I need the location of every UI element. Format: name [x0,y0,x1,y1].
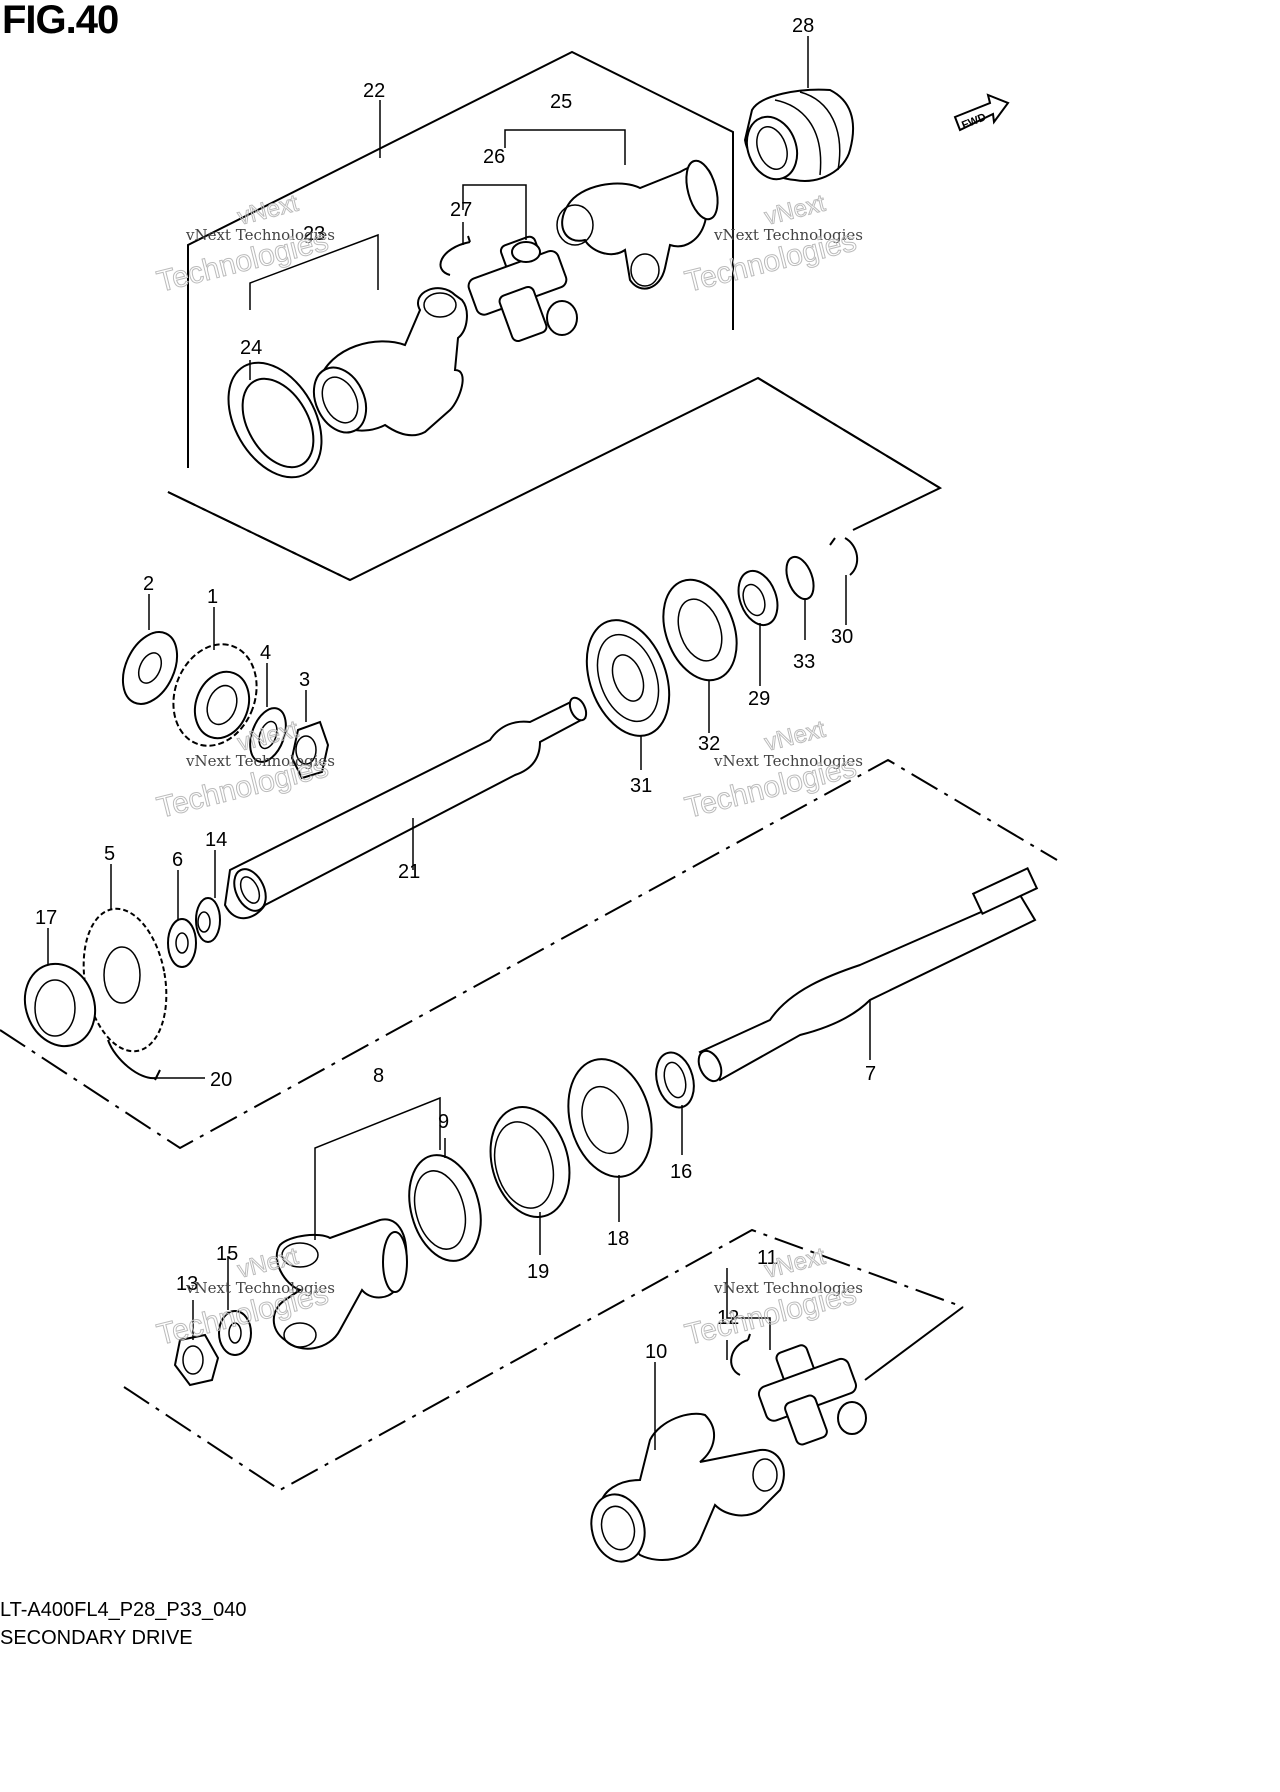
watermark-outline: vNext [762,190,828,231]
yoke-23 [312,287,468,437]
yoke-8 [272,1218,408,1350]
callout-14: 14 [205,829,227,851]
leader-lines [47,36,871,1450]
callout-12: 12 [717,1307,739,1329]
circlip-27 [439,235,471,276]
upper-assembly-box [167,50,943,582]
callout-22: 22 [363,80,385,102]
bearing-18 [567,1058,653,1178]
spider-26 [467,235,578,343]
callout-24: 24 [240,337,262,359]
yoke-10 [590,1412,785,1563]
callout-13: 13 [176,1273,198,1295]
bearing-17 [23,962,97,1048]
drawing-code: LT-A400FL4_P28_P33_040 [0,1599,247,1621]
seal-19 [489,1106,571,1218]
drawing-name: SECONDARY DRIVE [0,1627,193,1649]
callout-5: 5 [104,843,115,865]
callout-16: 16 [670,1161,692,1183]
middle-assembly-box [0,758,1058,1150]
circlip-30 [829,537,859,576]
driveshaft-21 [223,696,588,920]
watermark-text: vNext Technologies [713,752,863,770]
watermark-text: vNext Technologies [713,1279,863,1297]
nut-13 [173,1333,220,1387]
spacer-29 [737,569,779,627]
circlip-12 [730,1333,751,1376]
callout-8: 8 [373,1065,384,1087]
callout-31: 31 [630,775,652,797]
callout-32: 32 [698,733,720,755]
watermark-outline: vNext [762,716,828,757]
bevel-gear-1 [172,643,258,747]
callout-7: 7 [865,1063,876,1085]
callout-23: 23 [303,223,325,245]
watermark-text: vNext Technologies [185,752,335,770]
callout-30: 30 [831,626,853,648]
callout-25: 25 [550,91,572,113]
callout-3: 3 [299,669,310,691]
spider-11 [757,1344,867,1446]
watermark-bottom-right: vNext Technologies vNext Technologies [681,1242,863,1352]
washer-4 [249,707,287,763]
callout-28: 28 [792,15,814,37]
callout-15: 15 [216,1243,238,1265]
callout-6: 6 [172,849,183,871]
shim-33 [785,555,815,601]
seal-24 [227,361,323,479]
nut-3 [290,720,330,780]
yoke-25 [556,159,719,290]
seal-32 [662,578,738,682]
watermark-text: vNext Technologies [185,1279,335,1297]
callout-26: 26 [483,146,505,168]
callout-4: 4 [260,642,271,664]
callout-9: 9 [438,1111,449,1133]
washer-2 [121,631,179,705]
callout-19: 19 [527,1261,549,1283]
watermark-text: vNext Technologies [713,226,863,244]
watermark-top-left: vNext Technologies vNext Technologies [153,189,335,299]
callout-18: 18 [607,1228,629,1250]
callout-numbers: 22 23 24 25 26 27 28 2 1 4 3 21 31 32 29… [35,15,876,1363]
forward-direction-arrow: FWD [953,93,1010,132]
callout-29: 29 [748,688,770,710]
callout-33: 33 [793,651,815,673]
seal-9 [408,1154,482,1262]
shaft-7 [697,867,1039,1083]
lower-assembly-box [123,1228,964,1492]
callout-2: 2 [143,573,154,595]
callout-11: 11 [757,1247,778,1269]
callout-17: 17 [35,907,57,929]
bearing-14 [195,897,221,943]
shim-16 [655,1051,695,1109]
callout-20: 20 [210,1069,232,1091]
watermark-text: vNext Technologies [185,226,335,244]
callout-21: 21 [398,861,420,883]
washer-15 [218,1310,252,1356]
watermark-outline: vNext [235,190,301,231]
callout-10: 10 [645,1341,667,1363]
callout-1: 1 [207,586,218,608]
callout-27: 27 [450,199,472,221]
bearing-31 [585,619,671,737]
washer-6 [167,918,197,968]
boot-28 [743,88,855,182]
figure-title: FIG.40 [2,0,119,42]
